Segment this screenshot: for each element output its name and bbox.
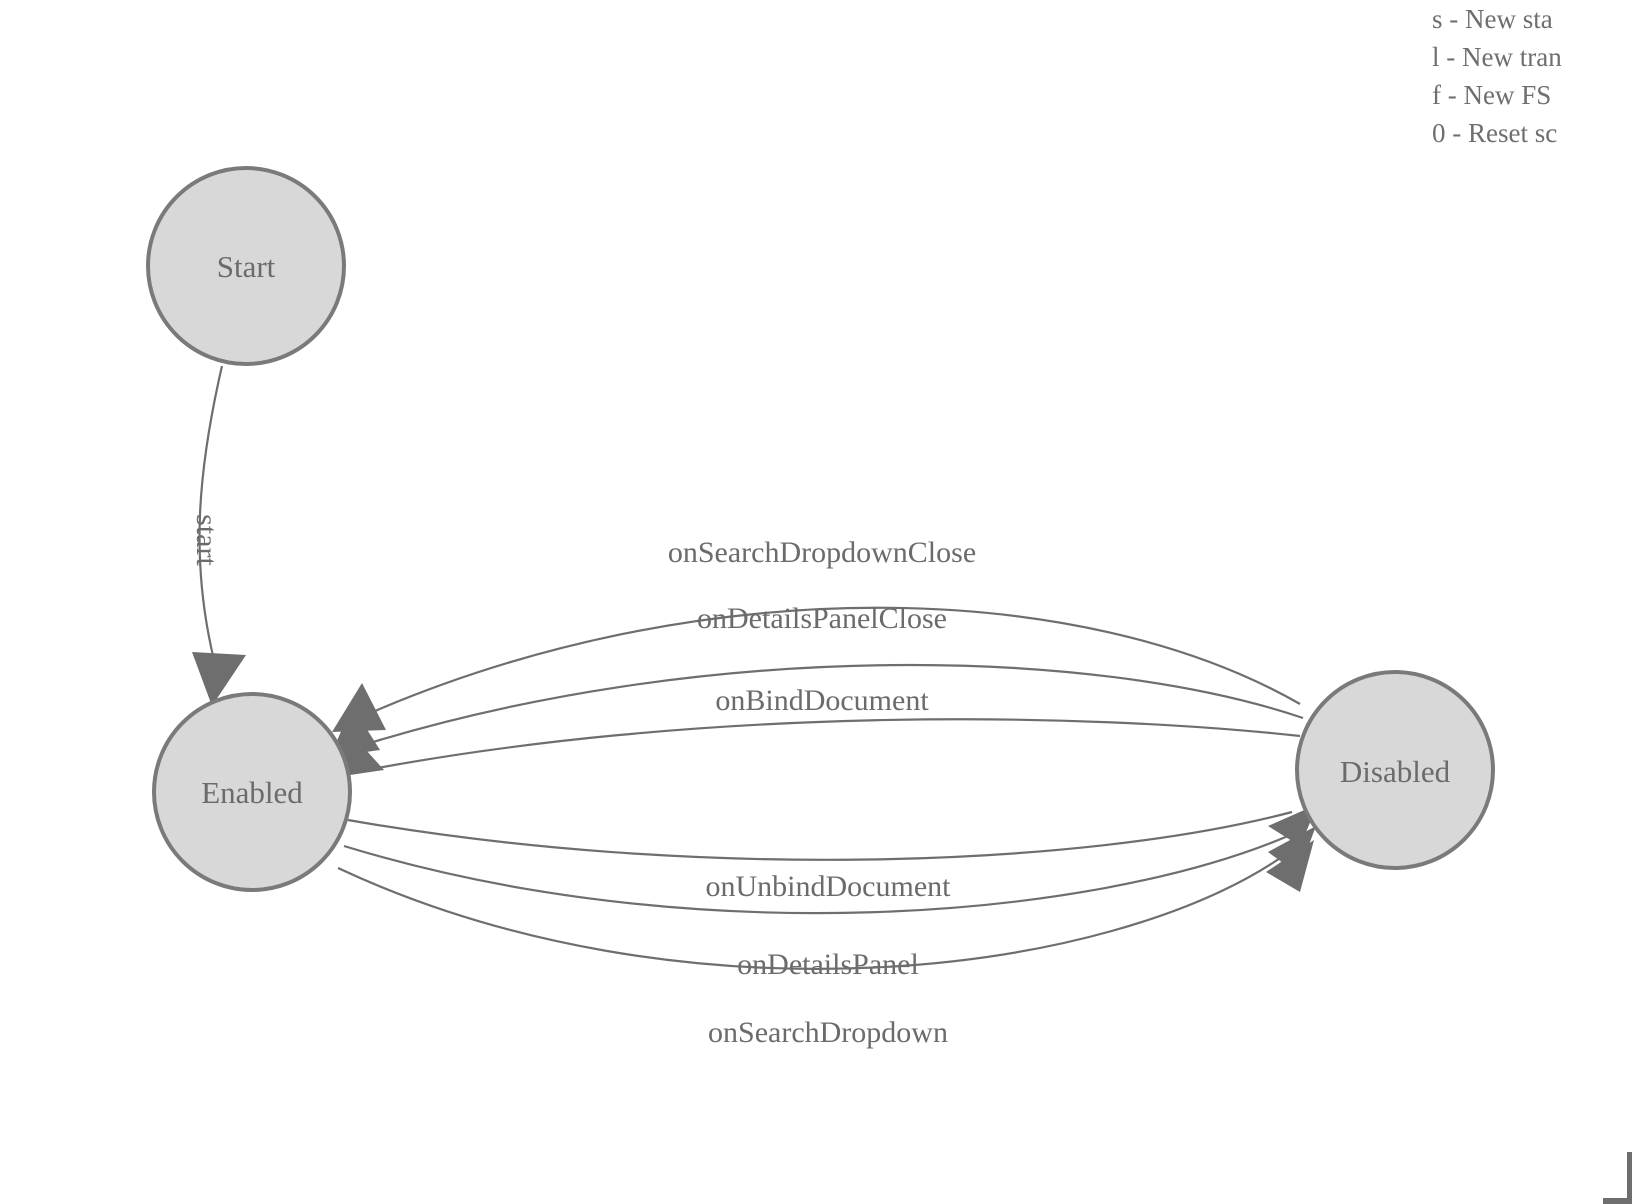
transition-label-on-search-dropdown: onSearchDropdown xyxy=(708,1016,948,1049)
state-node-start[interactable]: Start xyxy=(146,166,346,366)
transition-label-on-bind-document: onBindDocument xyxy=(715,684,929,717)
transition-label-on-details-panel-close: onDetailsPanelClose xyxy=(697,602,947,635)
transition-label-on-details-panel: onDetailsPanel xyxy=(737,948,919,981)
transition-label-on-unbind-document: onUnbindDocument xyxy=(706,870,952,903)
transition-on-search-dropdown-close[interactable]: onSearchDropdownClose xyxy=(332,536,1301,732)
state-node-start-circle[interactable] xyxy=(146,166,346,366)
state-node-enabled-label: Enabled xyxy=(201,775,303,810)
transition-start-to-enabled[interactable]: start xyxy=(190,365,246,706)
arrowhead-on-search-dropdown-close xyxy=(332,683,386,732)
transition-label-start: start xyxy=(190,514,223,566)
horizontal-scrollbar[interactable] xyxy=(1603,1198,1632,1204)
edge-path-on-search-dropdown-close xyxy=(367,606,1301,716)
state-node-enabled-circle[interactable] xyxy=(152,692,352,892)
transition-label-on-search-dropdown-close: onSearchDropdownClose xyxy=(668,536,976,569)
state-node-enabled[interactable]: Enabled xyxy=(152,692,352,892)
edge-path-start xyxy=(198,365,224,661)
transition-on-bind-document[interactable]: onBindDocument xyxy=(330,684,1301,778)
arrowhead-start-to-enabled xyxy=(192,652,246,706)
transition-on-details-panel-close[interactable]: onDetailsPanelClose xyxy=(330,602,1304,757)
edge-path-on-unbind-document xyxy=(347,810,1293,861)
edge-path-on-bind-document xyxy=(355,718,1301,774)
transition-on-unbind-document[interactable]: onUnbindDocument xyxy=(347,804,1318,903)
edge-path-on-search-dropdown xyxy=(337,853,1287,970)
transition-on-search-dropdown[interactable]: onSearchDropdown xyxy=(337,840,1314,1049)
arrowhead-on-details-panel-close xyxy=(330,706,380,757)
transition-on-details-panel[interactable]: onDetailsPanel xyxy=(343,826,1316,981)
edge-path-on-details-panel-close xyxy=(359,663,1304,748)
state-node-disabled[interactable]: Disabled xyxy=(1295,670,1495,870)
state-node-disabled-circle[interactable] xyxy=(1295,670,1495,870)
vertical-scrollbar[interactable] xyxy=(1627,1152,1632,1204)
arrowhead-on-search-dropdown xyxy=(1266,840,1314,892)
edge-path-on-details-panel xyxy=(343,834,1289,915)
state-node-disabled-label: Disabled xyxy=(1340,754,1451,789)
arrowhead-on-details-panel xyxy=(1268,826,1316,874)
state-node-start-label: Start xyxy=(217,249,276,284)
